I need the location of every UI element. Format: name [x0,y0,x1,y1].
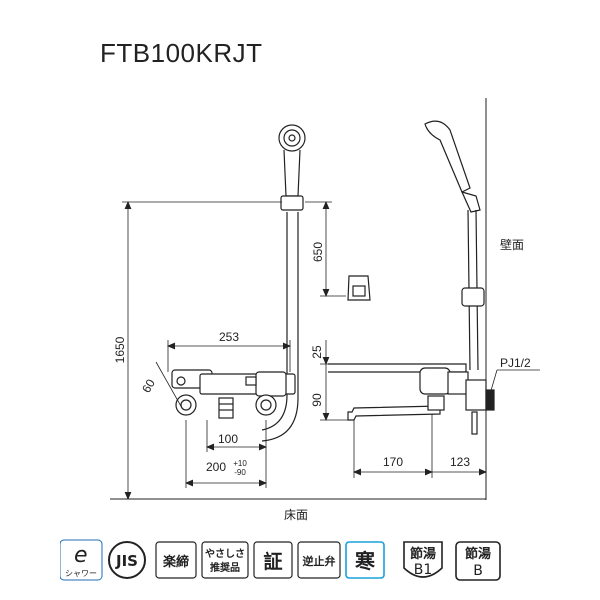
dimension-lines [122,200,540,501]
jis-text: JIS [115,552,138,570]
rakushime-badge: 楽締 [155,541,197,579]
dim-253: 253 [219,330,239,344]
dim-200-tol-minus: -90 [234,468,246,477]
setsuyu-b1-top: 節湯 [410,546,436,562]
rakushime-text: 楽締 [162,554,189,570]
dim-123: 123 [450,455,470,469]
setsuyu-b1-bottom: B1 [414,562,433,578]
jis-badge: JIS [108,541,146,579]
eco-shower-mark: e [74,543,88,568]
dim-90: 90 [310,393,324,407]
wall-hook [347,275,371,301]
setsuyu-b-bottom: B [473,563,483,579]
eco-shower-text: シャワー [65,569,97,578]
setsuyu-b-top: 節湯 [465,546,491,562]
wall-label: 壁面 [500,237,524,252]
setsuyu-b-badge: 節湯 B [455,541,501,581]
shou-text: 証 [263,550,282,573]
yasashisa-badge: やさしさ 推奨品 [201,541,249,579]
setsuyu-b1-badge: 節湯 B1 [403,541,443,578]
dim-60: 60 [139,376,158,395]
yasashisa-text-1: やさしさ [205,548,245,560]
dim-170: 170 [383,455,403,469]
floor-label: 床面 [284,508,308,522]
dim-200: 200 [206,460,226,474]
front-shower [261,124,306,442]
eco-shower-badge: e シャワー [60,539,103,581]
yasashisa-text-2: 推奨品 [210,561,240,574]
dim-650: 650 [311,242,325,262]
model-title: FTB100KRJT [100,38,263,68]
dim-200-tol-plus: +10 [233,459,247,468]
dim-25: 25 [310,345,324,359]
kan-badge: 寒 [345,541,385,579]
gyakushiben-text: 逆止弁 [303,554,336,568]
front-mixer [171,369,296,419]
side-view [328,120,495,435]
dim-100: 100 [218,432,238,446]
kan-text: 寒 [355,549,376,573]
shou-badge: 証 [253,541,293,579]
gyakushiben-badge: 逆止弁 [297,541,341,579]
badge-row: e シャワー JIS 楽締 やさしさ 推奨品 証 逆止弁 寒 節湯 B1 節湯 [60,539,501,581]
pipe-label: PJ1/2 [500,356,531,370]
dim-1650: 1650 [113,336,127,363]
